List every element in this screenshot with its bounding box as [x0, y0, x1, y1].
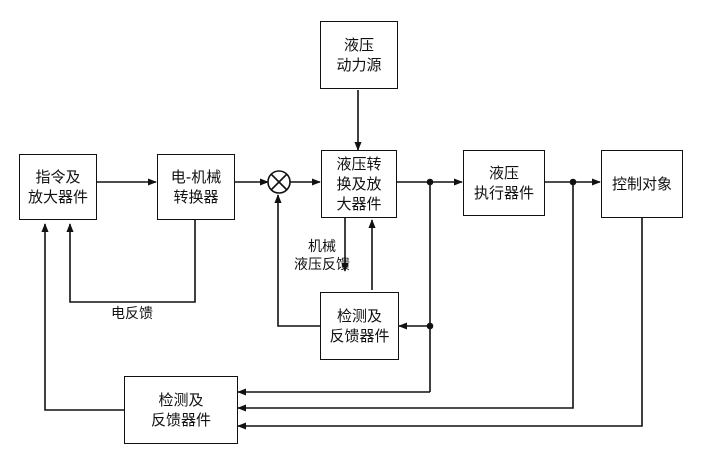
outer-detection-feedback-block: 检测及 反馈器件 — [124, 376, 238, 444]
line-inner-detection-to-summing — [274, 194, 320, 327]
mech-hydraulic-feedback-label: 机械 液压反馈 — [294, 239, 350, 273]
command-amplifier-label: 指令及 放大器件 — [27, 168, 88, 206]
electrical-feedback-label: 电反馈 — [111, 306, 153, 322]
summing-junction — [267, 170, 291, 194]
line-electrical-feedback — [66, 219, 196, 303]
electro-mech-converter-label: 电-机械 转换器 — [170, 168, 222, 206]
hydraulic-power-source-block: 液压 动力源 — [320, 21, 398, 89]
junction-dot-573-182 — [569, 178, 577, 186]
hydraulic-converter-amp-block: 液压转 换及放 大器件 — [321, 150, 397, 218]
inner-detection-feedback-label: 检测及 反馈器件 — [329, 307, 390, 345]
junction-dot-430-182 — [426, 178, 434, 186]
hydraulic-converter-amp-label: 液压转 换及放 大器件 — [336, 155, 382, 213]
command-amplifier-block: 指令及 放大器件 — [19, 154, 97, 220]
line-actuator-output-to-outer-detection — [237, 182, 574, 412]
hydraulic-actuator-block: 液压 执行器件 — [463, 150, 545, 216]
electro-mech-converter-block: 电-机械 转换器 — [157, 154, 235, 220]
line-object-to-outer-detection — [237, 218, 643, 430]
hydraulic-power-source-label: 液压 动力源 — [336, 36, 382, 74]
hydraulic-actuator-label: 液压 执行器件 — [473, 164, 534, 202]
controlled-object-block: 控制对象 — [601, 150, 683, 218]
inner-detection-feedback-block: 检测及 反馈器件 — [320, 292, 399, 360]
line-outer-detection-to-command — [41, 223, 124, 411]
controlled-object-label: 控制对象 — [611, 175, 672, 193]
outer-detection-feedback-label: 检测及 反馈器件 — [150, 391, 211, 429]
junction-dot-430-326 — [426, 322, 434, 330]
